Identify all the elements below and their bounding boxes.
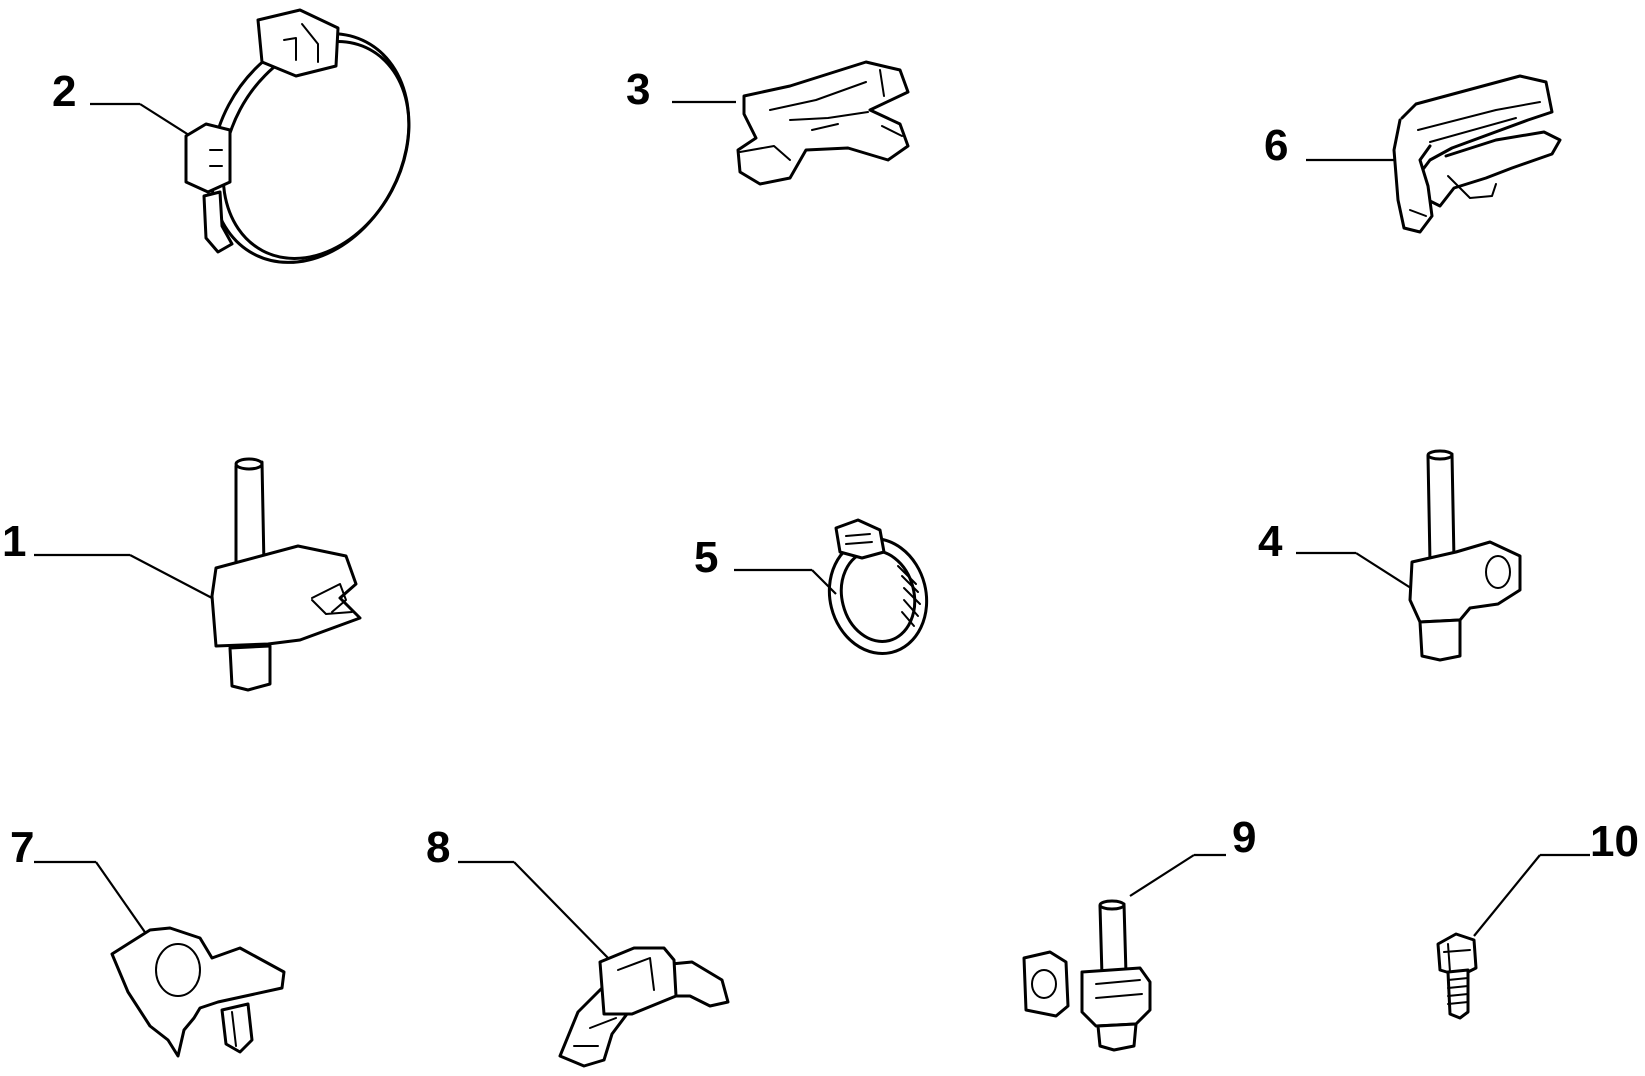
part-10-screw [1436,853,1590,1020]
callout-label-8: 8 [426,823,451,872]
callout-label-9: 9 [1232,813,1257,862]
part-4-stud-clip [1296,449,1522,662]
callout-label-3: 3 [626,65,651,114]
part-7-push-in-clip [34,860,286,1058]
part-3-double-clip [672,60,910,186]
part-8-cable-guide [458,860,730,1068]
callout-label-7: 7 [10,823,35,872]
callout-label-5: 5 [694,533,719,582]
callout-label-1: 1 [2,517,27,566]
part-6-pipe-clip [1306,74,1562,234]
callout-label-4: 4 [1258,517,1283,566]
callout-label-10: 10 [1590,817,1639,866]
part-5-hose-clamp [734,518,929,655]
callout-label-6: 6 [1264,121,1289,170]
callout-label-2: 2 [52,67,77,116]
part-2-band-clamp [90,8,411,264]
part-9-stud-nut-clip [1022,853,1226,1052]
part-1-stud-clip [34,457,362,692]
